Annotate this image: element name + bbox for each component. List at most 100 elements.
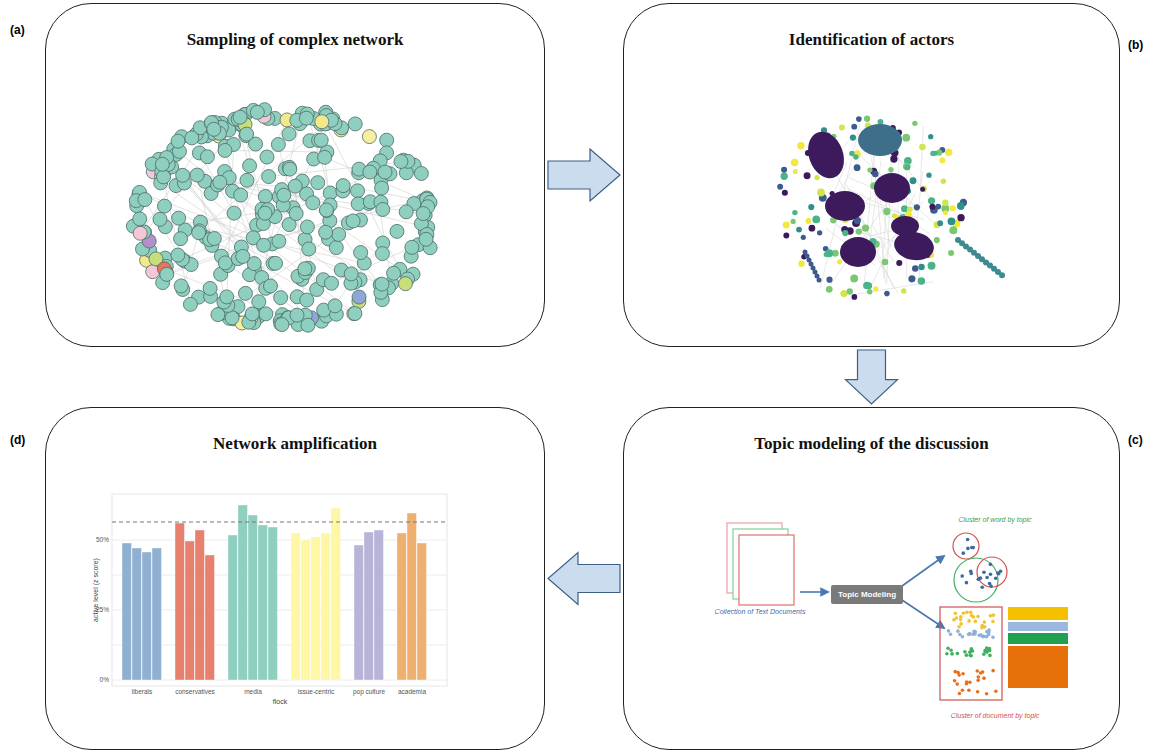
network-node [213, 175, 227, 189]
network-edge [830, 218, 854, 240]
network-node [398, 277, 412, 291]
network-node [174, 279, 188, 293]
document-dot [980, 626, 984, 630]
network-node [243, 159, 257, 173]
network-node [207, 232, 221, 246]
document-dot [976, 690, 980, 694]
bar [175, 523, 185, 680]
network-node [801, 235, 806, 240]
document-icon [739, 535, 794, 605]
bar [311, 537, 321, 680]
document-dot [991, 636, 995, 640]
community-illustration [777, 116, 1005, 300]
axis-text: 25% [96, 606, 109, 613]
network-node [912, 265, 918, 271]
node-heading: Topic modeling of the discussion [624, 408, 1119, 454]
network-node [257, 238, 271, 252]
network-node [351, 197, 365, 211]
network-node [842, 230, 848, 236]
network-node [336, 179, 350, 193]
bar [258, 525, 268, 680]
document-dot [994, 689, 998, 693]
document-dot [982, 652, 986, 656]
network-node [928, 262, 936, 270]
network-node [348, 117, 362, 131]
network-edge [330, 221, 380, 285]
network-node [258, 190, 272, 204]
network-node [155, 157, 169, 171]
network-node [851, 124, 857, 130]
caption-text: Cluster of document by topic [951, 712, 1040, 720]
document-dot [974, 620, 978, 624]
bar [122, 543, 132, 680]
network-node [314, 133, 328, 147]
network-node [245, 307, 259, 321]
network-node [896, 260, 902, 266]
network-node [793, 169, 798, 174]
network-node [277, 188, 291, 202]
document-dot [968, 632, 972, 636]
bar [397, 533, 407, 680]
network-node [817, 189, 825, 197]
document-dot [987, 630, 991, 634]
network-node [854, 164, 861, 171]
network-node [840, 290, 847, 297]
document-dot [992, 613, 996, 617]
document-dot [957, 625, 961, 629]
bar [152, 548, 162, 680]
network-node [856, 228, 862, 234]
bar [228, 535, 238, 680]
network-edge [166, 162, 401, 267]
network-edge [218, 185, 382, 284]
network-node [797, 142, 804, 149]
document-dot [991, 620, 995, 624]
network-node [905, 164, 911, 170]
network-node [301, 318, 315, 332]
network-node [942, 200, 948, 206]
bar [291, 533, 301, 680]
document-dot [956, 652, 960, 656]
network-node [783, 233, 789, 239]
network-edge [161, 183, 298, 276]
network-node [176, 168, 190, 182]
document-dot [976, 675, 980, 679]
community-blob [840, 237, 876, 267]
network-node [315, 115, 329, 129]
network-node [883, 208, 890, 215]
network-node [133, 226, 147, 240]
network-edge [168, 164, 293, 207]
network-node [157, 170, 171, 184]
network-node [363, 165, 377, 179]
caption-text: Collection of Text Documents [715, 608, 806, 616]
network-node [375, 277, 389, 291]
word-dot [976, 577, 980, 581]
network-node [380, 133, 394, 147]
network-node [272, 234, 286, 248]
document-dot [968, 632, 972, 636]
axis-text: liberals [132, 688, 153, 695]
document-dot [955, 682, 959, 686]
node-heading: Identification of actors [624, 4, 1119, 50]
network-node [227, 206, 241, 220]
network-node [937, 220, 943, 226]
network-node [138, 193, 152, 207]
document-dot [967, 619, 971, 623]
network-node [783, 221, 790, 228]
network-node [332, 227, 346, 241]
network-edge [166, 247, 241, 273]
network-node [837, 259, 842, 264]
network-node [867, 289, 872, 294]
word-dot [965, 581, 969, 585]
plot-area [112, 494, 447, 686]
document-dot [970, 614, 974, 618]
network-node [948, 250, 954, 256]
block-arrow [548, 553, 620, 605]
network-node [912, 121, 917, 126]
document-dot [967, 632, 971, 636]
network-node [344, 267, 358, 281]
network-node [275, 318, 289, 332]
network-node [300, 293, 314, 307]
document-dot [985, 692, 989, 696]
document-cluster [940, 607, 1002, 700]
